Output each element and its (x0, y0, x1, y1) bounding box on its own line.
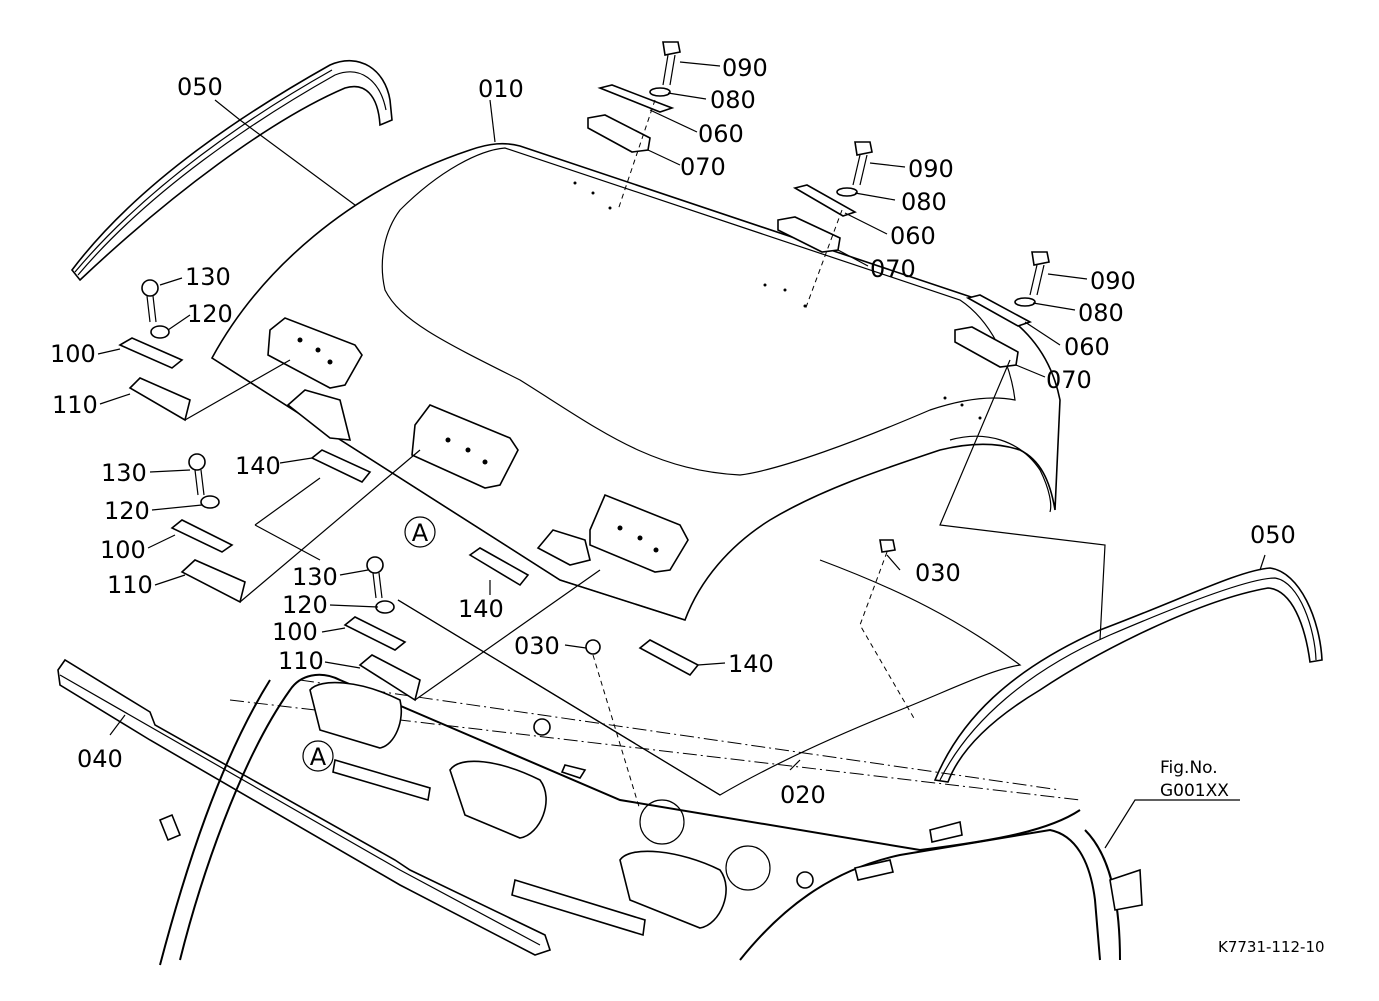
callout-130: 130 (101, 459, 147, 487)
callout-040: 040 (77, 745, 123, 773)
callout-060: 060 (698, 120, 744, 148)
callout-070: 070 (680, 153, 726, 181)
front-trim (57, 658, 552, 956)
callout-120: 120 (282, 591, 328, 619)
hardware-group-d (118, 279, 291, 422)
bracket-c (638, 639, 700, 677)
drawing-code: K7731-112-10 (1218, 938, 1325, 956)
callout-050: 050 (1250, 521, 1296, 549)
callout-090: 090 (1090, 267, 1136, 295)
callout-110: 110 (278, 647, 324, 675)
hardware-group-e (170, 449, 421, 604)
reference-a-label: A (310, 743, 327, 771)
hardware-group-f (343, 556, 601, 702)
callout-030: 030 (915, 559, 961, 587)
visor-pocket-center (411, 404, 591, 566)
visor-pocket-left (267, 317, 363, 441)
callout-060: 060 (1064, 333, 1110, 361)
hardware-group-a (587, 41, 681, 211)
reference-a-label: A (412, 519, 429, 547)
section-line (397, 599, 721, 796)
bracket-a (310, 449, 372, 483)
roof-panel (210, 142, 1061, 621)
visor-pocket-right (589, 493, 689, 573)
callout-030: 030 (514, 632, 560, 660)
callout-140: 140 (235, 452, 281, 480)
callout-010: 010 (478, 75, 524, 103)
callout-130: 130 (185, 263, 231, 291)
callout-090: 090 (722, 54, 768, 82)
callout-100: 100 (100, 536, 146, 564)
cab-frame (158, 673, 1143, 966)
clip-030-lower (585, 639, 641, 811)
reference-marker-a-upper: A (404, 516, 436, 548)
leader-lines (97, 61, 1266, 849)
callout-100: 100 (272, 618, 318, 646)
reference-marker-a-lower: A (302, 740, 334, 772)
callout-120: 120 (187, 300, 233, 328)
hardware-group-c (939, 251, 1106, 641)
callout-060: 060 (890, 222, 936, 250)
callout-020: 020 (780, 781, 826, 809)
hardware-group-b (777, 141, 873, 311)
callout-100: 100 (50, 340, 96, 368)
callout-110: 110 (52, 391, 98, 419)
headliner (397, 559, 1022, 796)
clip-030-upper (859, 539, 916, 721)
callout-050: 050 (177, 73, 223, 101)
callout-130: 130 (292, 563, 338, 591)
headliner-edge (254, 477, 321, 526)
callout-140: 140 (728, 650, 774, 678)
callout-080: 080 (1078, 299, 1124, 327)
callout-120: 120 (104, 497, 150, 525)
callout-110: 110 (107, 571, 153, 599)
callout-140: 140 (458, 595, 504, 623)
callout-070: 070 (870, 255, 916, 283)
callout-070: 070 (1046, 366, 1092, 394)
molding-right (933, 567, 1323, 783)
headliner-edge2 (254, 524, 321, 561)
fig-number-label: Fig.No. (1160, 758, 1218, 778)
molding-left (70, 59, 393, 282)
bracket-b (468, 547, 530, 587)
callout-090: 090 (908, 155, 954, 183)
callout-080: 080 (710, 86, 756, 114)
callout-080: 080 (901, 188, 947, 216)
fig-number: G001XX (1160, 781, 1229, 801)
